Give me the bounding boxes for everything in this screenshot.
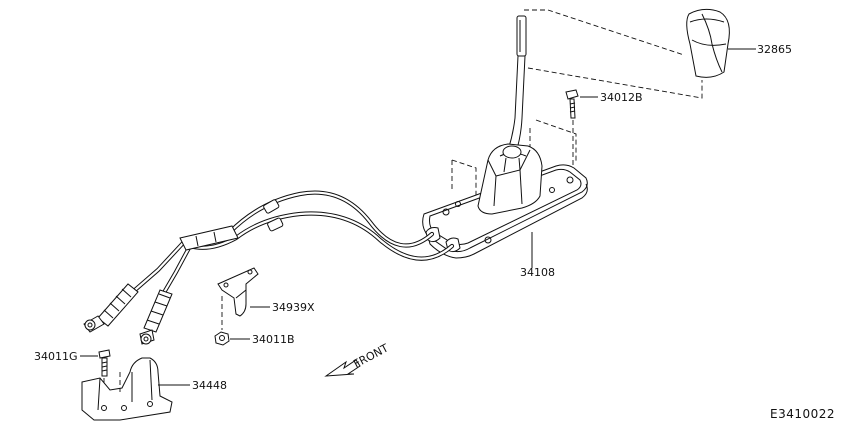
shift-lever	[507, 15, 527, 153]
label-34448: 34448	[192, 379, 227, 392]
label-34939x: 34939X	[272, 301, 315, 314]
cable-stand-34448	[81, 357, 173, 421]
shift-knob	[686, 8, 730, 78]
control-cables	[83, 190, 455, 345]
bolt-34012b	[565, 89, 579, 119]
control-device-34108	[422, 143, 588, 259]
label-32865: 32865	[757, 43, 792, 56]
label-34011b: 34011B	[252, 333, 295, 346]
front-label: FRONT	[351, 341, 391, 370]
label-34011g: 34011G	[34, 350, 78, 363]
arrow-down-left-icon	[324, 359, 361, 377]
nut-34011b	[214, 331, 230, 346]
cable-bracket-34939x	[217, 267, 259, 317]
bolt-34011g	[98, 349, 111, 377]
knob-alignment-dashes	[524, 9, 703, 99]
label-34012b: 34012B	[600, 91, 643, 104]
label-34108: 34108	[520, 266, 555, 279]
figure-code: E3410022	[770, 407, 835, 421]
